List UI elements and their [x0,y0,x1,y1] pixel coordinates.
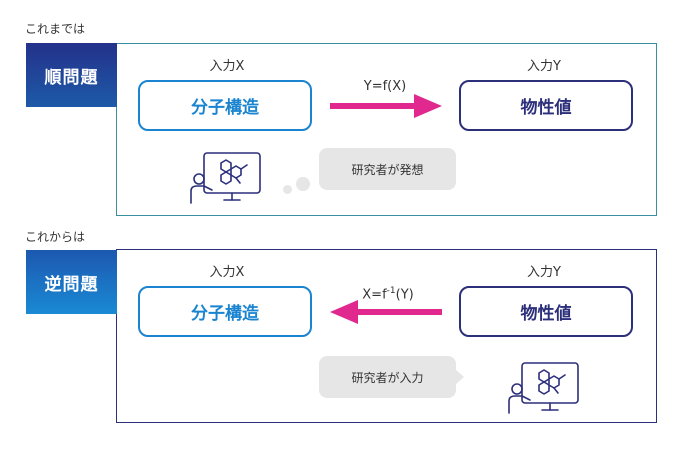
forward-section-caption: これまでは [25,22,86,36]
inverse-problem-tab: 逆問題 [26,250,117,314]
inverse-speech-bubble: 研究者が入力 [319,356,456,398]
forward-arrow [330,94,442,118]
inverse-property-value-box: 物性値 [459,286,633,337]
forward-input-x-label: 入力X [209,59,245,74]
inverse-input-y-label: 入力Y [527,265,561,280]
inverse-frame [116,249,657,423]
inverse-section-caption: これからは [25,230,86,244]
forward-property-value-box: 物性値 [459,80,633,131]
inverse-molecular-structure-box: 分子構造 [138,286,312,337]
researcher-at-monitor-icon [508,362,579,414]
forward-frame [116,43,657,216]
forward-thought-bubble: 研究者が発想 [319,148,456,190]
inverse-input-x-label: 入力X [209,265,245,280]
inverse-arrow [330,300,442,324]
forward-formula: Y=f(X) [363,79,407,94]
speech-bubble-tail [455,369,464,385]
forward-problem-tab: 順問題 [26,43,117,107]
inverse-formula: X=f-1(Y) [362,286,414,303]
forward-molecular-structure-box: 分子構造 [138,80,312,131]
forward-input-y-label: 入力Y [527,59,561,74]
thought-dot-small [283,185,292,194]
researcher-at-monitor-icon [190,152,261,204]
thought-dot-large [296,177,310,191]
